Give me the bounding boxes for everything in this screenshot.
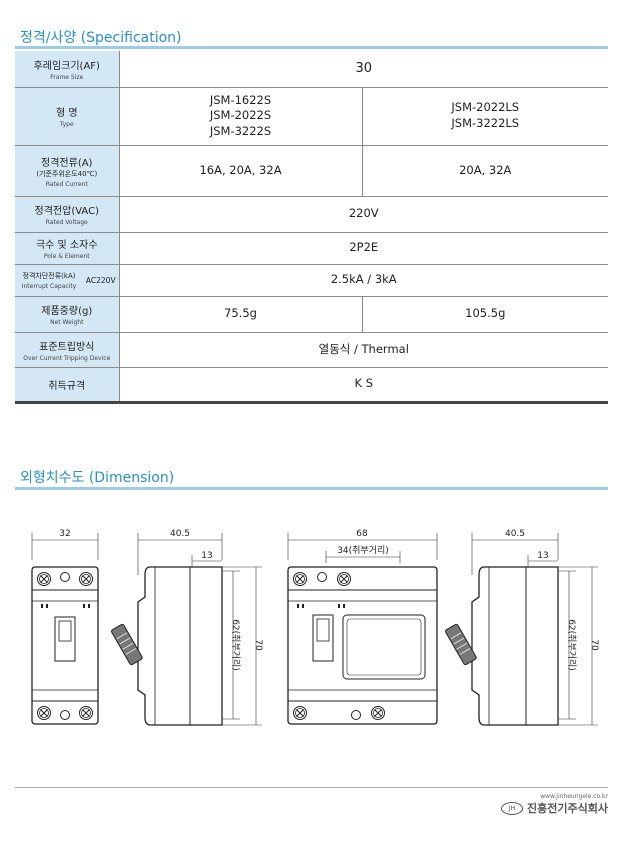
value-weight-right: 105.5g [362,296,609,333]
row-net-weight: 제품중량(g) Net Weight 75.5g 105.5g [15,296,609,333]
dim-label-62-b: 62(취부거리) [566,619,577,671]
dim-label-40-5-a: 40.5 [170,529,190,539]
spec-title-underline [15,46,608,49]
row-type: 형 명 Type JSM-1622S JSM-2022S JSM-3222S J… [15,87,609,146]
company-logo: JH 진흥전기주식회사 [501,800,608,816]
dim-section-title: 외형치수도 (Dimension) [20,470,175,486]
label-net-weight: 제품중량(g) Net Weight [15,296,120,333]
dim-label-13-b: 13 [537,551,548,561]
value-tripping-device: 열동식 / Thermal [119,332,609,368]
footer-url: www.jinheungele.co.kr [540,793,608,800]
label-rated-voltage: 정격전압(VAC) Rated Voltage [15,196,120,233]
logo-mark-icon: JH [501,801,524,815]
value-rated-voltage: 220V [119,196,609,233]
spec-table: 후레임크기(AF) Frame Size 30 형 명 Type JSM-162… [15,51,609,404]
label-certification: 취득규격 [15,367,120,403]
front-view-wide [287,533,438,725]
row-tripping-device: 표준트립방식 Over Current Tripping Device 열동식 … [15,332,609,368]
row-frame-size: 후레임크기(AF) Frame Size 30 [15,51,609,88]
label-tripping-device: 표준트립방식 Over Current Tripping Device [15,332,120,368]
row-pole-element: 극수 및 소자수 Pole & Element 2P2E [15,232,609,265]
dim-label-68: 68 [356,529,368,539]
front-view-2p [31,533,99,725]
label-pole-element: 극수 및 소자수 Pole & Element [15,232,120,265]
label-rated-current: 정격전류(A) (기준주위온도40℃) Rated Current [15,145,120,197]
value-type-right: JSM-2022LS JSM-3222LS [362,87,609,146]
dim-title-underline [15,487,608,490]
company-name: 진흥전기주식회사 [527,802,608,815]
spec-section-title: 정격/사양 (Specification) [20,30,182,46]
dim-label-40-5-b: 40.5 [505,529,525,539]
value-pole-element: 2P2E [119,232,609,265]
dimension-drawings: 32 40.5 13 62(취부거리) 70 68 34(취부거리) 40.5 … [31,529,599,726]
value-interrupt-capacity: 2.5kA / 3kA [119,264,609,297]
label-interrupt-voltage: AC220V [83,264,120,297]
side-view-2 [445,533,598,726]
row-certification: 취득규격 K S [15,367,609,403]
row-rated-voltage: 정격전압(VAC) Rated Voltage 220V [15,196,609,233]
dim-label-70-a: 70 [253,639,263,651]
value-weight-left: 75.5g [119,296,363,333]
row-interrupt-capacity: 정격차단전류(kA) Interrupt Capacity AC220V 2.5… [15,264,609,297]
dim-label-70-b: 70 [589,639,599,651]
label-frame-size: 후레임크기(AF) Frame Size [15,51,120,88]
value-certification: K S [119,367,609,403]
dim-label-62-a: 62(취부거리) [230,619,241,671]
value-current-right: 20A, 32A [362,145,609,197]
value-type-left: JSM-1622S JSM-2022S JSM-3222S [119,87,363,146]
row-rated-current: 정격전류(A) (기준주위온도40℃) Rated Current 16A, 2… [15,145,609,197]
label-interrupt-capacity: 정격차단전류(kA) Interrupt Capacity [15,264,83,297]
dim-label-34: 34(취부거리) [337,545,389,556]
footer-divider [15,787,608,788]
side-view-1 [111,533,262,726]
value-current-left: 16A, 20A, 32A [119,145,363,197]
dim-label-32: 32 [59,529,70,539]
label-type: 형 명 Type [15,87,120,146]
value-frame-size: 30 [119,51,609,88]
dim-label-13-a: 13 [201,551,212,561]
